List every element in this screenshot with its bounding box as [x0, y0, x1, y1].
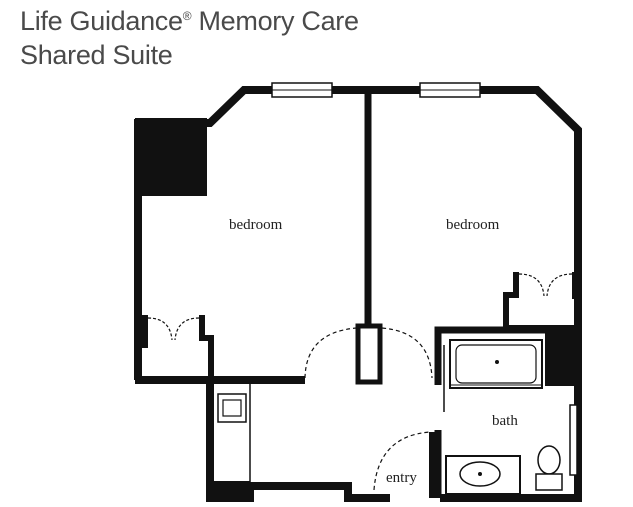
label-entry: entry — [386, 470, 417, 486]
left-closet-doors — [147, 317, 200, 341]
plan-title: Life Guidance® Memory Care Shared Suite — [20, 4, 359, 72]
kitchenette — [214, 383, 251, 494]
bath-vanity — [445, 455, 521, 495]
shower — [449, 339, 543, 389]
left-closet-wall — [138, 315, 214, 382]
center-wall-stub — [355, 323, 383, 385]
bath-black-block — [545, 330, 580, 386]
label-bedroom-right: bedroom — [446, 217, 500, 233]
right-bedroom-door-swing — [381, 327, 433, 379]
title-line-2: Shared Suite — [20, 40, 173, 70]
grab-bar — [569, 404, 578, 476]
right-closet-wall — [503, 272, 578, 331]
entry-door-swing — [373, 431, 431, 491]
label-bath: bath — [492, 413, 518, 429]
bath-walls — [434, 326, 578, 498]
right-closet-doors — [518, 273, 573, 297]
toilet — [535, 445, 563, 491]
closet-block-top-left — [135, 118, 207, 196]
label-bedroom-left: bedroom — [229, 217, 283, 233]
window-left — [271, 82, 333, 98]
left-bedroom-door-swing — [304, 327, 358, 379]
title-line-1: Life Guidance® Memory Care — [20, 6, 359, 36]
window-right — [419, 82, 481, 98]
